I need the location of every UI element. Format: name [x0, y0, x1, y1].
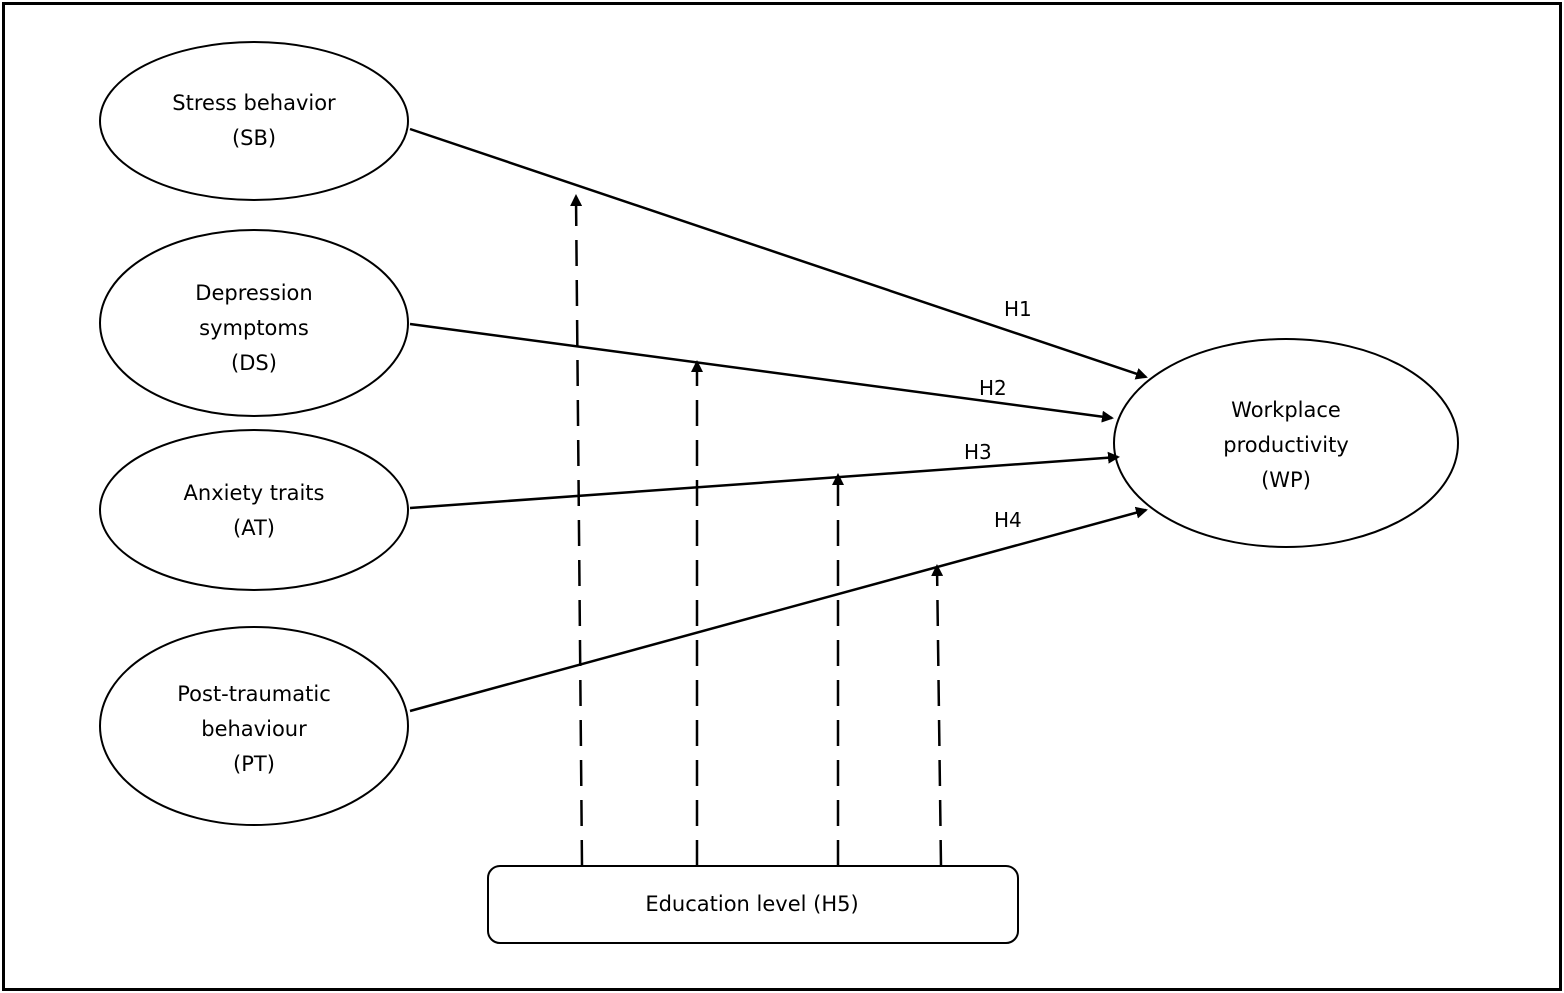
node-education-level [487, 865, 1019, 944]
path-h2-label: H2 [979, 376, 1007, 400]
node-post-traumatic-behaviour-line-3: (PT) [233, 752, 275, 776]
node-anxiety-traits [99, 429, 409, 591]
node-workplace-productivity-line-1: Workplace [1231, 398, 1341, 422]
moderation-arrow-h1 [570, 194, 584, 867]
node-post-traumatic-behaviour [99, 626, 409, 826]
moderation-arrow-h4 [931, 564, 944, 867]
path-h4-arrow [409, 506, 1148, 713]
path-h1-arrow [409, 127, 1148, 380]
path-h3-arrow [409, 451, 1120, 510]
node-anxiety-traits-line-2: (AT) [233, 516, 275, 540]
node-depression-symptoms-line-2: symptoms [199, 316, 309, 340]
path-h1-label: H1 [1004, 297, 1032, 321]
node-depression-symptoms-line-1: Depression [195, 281, 312, 305]
node-workplace-productivity-line-3: (WP) [1261, 468, 1311, 492]
node-post-traumatic-behaviour-line-1: Post-traumatic [177, 682, 331, 706]
path-h3-label: H3 [964, 440, 992, 464]
node-depression-symptoms-line-3: (DS) [231, 351, 277, 375]
node-stress-behavior-line-1: Stress behavior [172, 91, 336, 115]
node-post-traumatic-behaviour-line-2: behaviour [201, 717, 307, 741]
path-h2-arrow [409, 322, 1114, 423]
node-stress-behavior-line-2: (SB) [232, 126, 276, 150]
path-h4-label: H4 [994, 508, 1022, 532]
node-workplace-productivity [1113, 338, 1459, 548]
node-depression-symptoms [99, 229, 409, 417]
node-education-level-label: Education level (H5) [645, 892, 858, 916]
node-workplace-productivity-line-2: productivity [1223, 433, 1349, 457]
node-anxiety-traits-line-1: Anxiety traits [184, 481, 325, 505]
node-stress-behavior [99, 41, 409, 201]
